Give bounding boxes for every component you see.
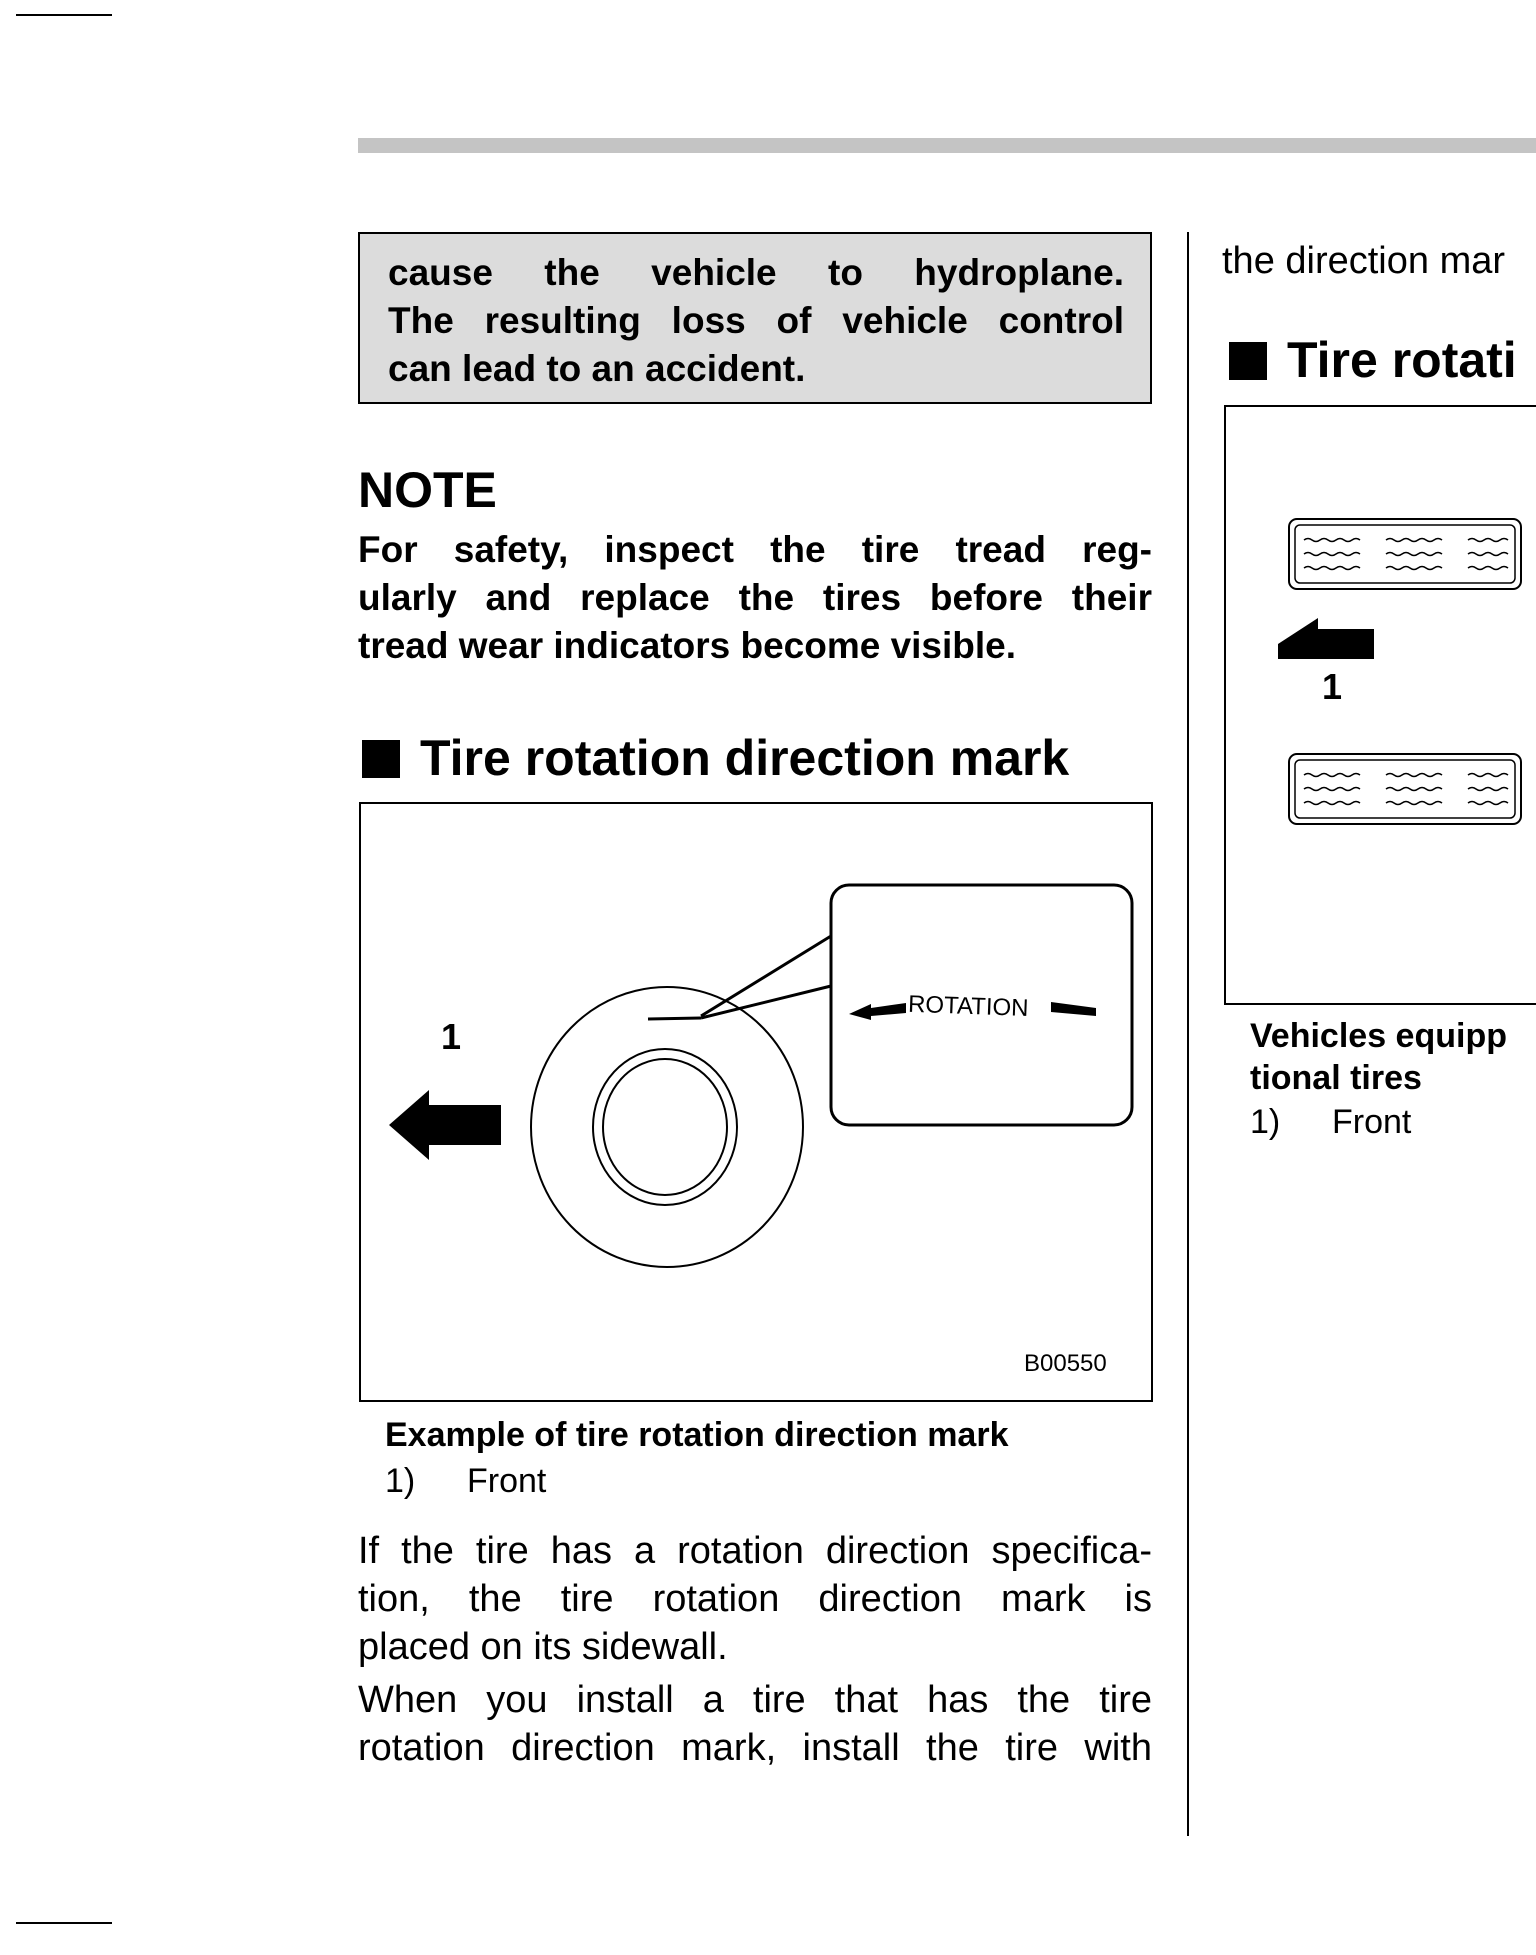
sidewall-mark: [647, 1016, 702, 1021]
header-bar: [358, 138, 1536, 153]
note-line-3: tread wear indicators become visible.: [358, 625, 1017, 666]
crop-mark-top: [16, 14, 112, 16]
rim-outer: [592, 1048, 738, 1206]
right-caption-item-label: Front: [1332, 1103, 1412, 1141]
upper-tire-inner: [1294, 524, 1516, 584]
figure-code: B00550: [1024, 1350, 1107, 1377]
caption-item-label: Front: [467, 1462, 547, 1500]
warning-line-3: can lead to an accident.: [388, 348, 806, 389]
note-body: For safety, inspect the tire tread reg- …: [358, 526, 1152, 670]
right-top-text: the direction mar: [1222, 240, 1506, 282]
lower-tire: [1288, 753, 1522, 825]
section-square-icon: [362, 740, 400, 778]
rotation-mark-illustration: ROTATION 1 B00550: [389, 883, 1134, 1377]
caption-item: 1) Front: [385, 1462, 546, 1500]
note-line-1: For safety, inspect the tire tread reg-: [358, 529, 1152, 570]
rotation-mark-figure: ROTATION 1 B00550: [359, 802, 1153, 1402]
warning-box: cause the vehicle to hydroplane. The res…: [358, 232, 1152, 404]
lower-tire-inner: [1294, 759, 1516, 819]
lower-tread-icon: [1303, 772, 1509, 806]
rotation-label: ROTATION: [908, 991, 1029, 1022]
tire-outline: [530, 986, 804, 1268]
warning-line-2: The resulting loss of vehicle control: [388, 300, 1124, 341]
crop-mark-bottom: [16, 1922, 112, 1924]
paragraph-install: When you install a tire that has the tir…: [358, 1676, 1152, 1772]
rim-inner: [602, 1058, 728, 1196]
paragraph2-line-2: rotation direction mark, install the tir…: [358, 1727, 1152, 1769]
right-section-square-icon: [1229, 342, 1267, 380]
right-caption-title-1: Vehicles equipp: [1250, 1017, 1507, 1055]
front-arrow-icon: [389, 1090, 501, 1160]
rotation-arrow-tail: [1051, 1002, 1096, 1016]
upper-tire: [1288, 518, 1522, 590]
paragraph2-line-1: When you install a tire that has the tir…: [358, 1679, 1152, 1721]
warning-line-1: cause the vehicle to hydroplane.: [388, 252, 1124, 293]
paragraph-sidewall: If the tire has a rotation direction spe…: [358, 1527, 1152, 1671]
callout-number-1: 1: [441, 1016, 461, 1057]
caption-title: Example of tire rotation direction mark: [385, 1416, 1009, 1454]
figure-caption: Example of tire rotation direction mark …: [385, 1412, 1145, 1504]
right-caption-title-2: tional tires: [1250, 1059, 1422, 1097]
right-section-heading: Tire rotati: [1229, 330, 1517, 390]
callout-box: [829, 883, 1134, 1127]
right-column: the direction mar Tire rotati 1: [1200, 225, 1536, 1225]
right-callout-number: 1: [1322, 666, 1342, 707]
paragraph1-line-3: placed on its sidewall.: [358, 1626, 728, 1668]
right-caption-item: 1) Front: [1250, 1103, 1411, 1141]
upper-tread-icon: [1303, 537, 1509, 571]
right-front-arrow-icon: [1278, 618, 1374, 659]
right-figure: 1: [1224, 405, 1536, 1005]
rotation-pattern-illustration: 1: [1278, 518, 1522, 825]
callout-leader-1: [700, 934, 832, 1018]
caption-item-number: 1): [385, 1462, 416, 1500]
column-divider: [1187, 232, 1189, 1836]
rotation-arrow-icon: [849, 1003, 906, 1020]
paragraph1-line-2: tion, the tire rotation direction mark i…: [358, 1578, 1152, 1620]
callout-leader-2: [700, 984, 832, 1020]
paragraph1-line-1: If the tire has a rotation direction spe…: [358, 1530, 1152, 1572]
right-figure-caption: Vehicles equipp tional tires 1) Front: [1250, 1015, 1536, 1145]
right-caption-item-number: 1): [1250, 1103, 1281, 1141]
section-heading-text: Tire rotation direction mark: [420, 730, 1070, 786]
note-line-2: ularly and replace the tires before thei…: [358, 577, 1152, 618]
note-heading: NOTE: [358, 462, 497, 518]
section-heading: Tire rotation direction mark: [362, 728, 1069, 788]
right-section-heading-text: Tire rotati: [1287, 332, 1517, 388]
